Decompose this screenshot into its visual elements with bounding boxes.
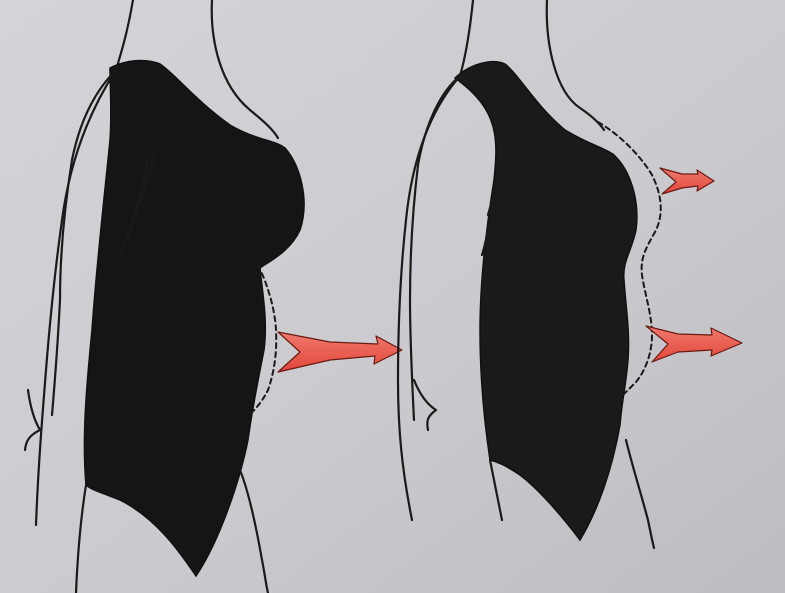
illustration-canvas bbox=[0, 0, 785, 593]
